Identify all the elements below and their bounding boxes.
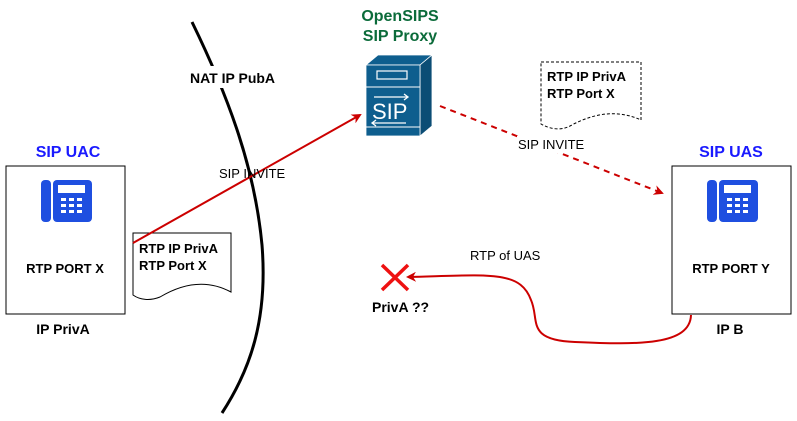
invite-arrow-uac-to-proxy <box>132 114 362 244</box>
uac-ip-label: IP PrivA <box>36 321 89 337</box>
invite-label-bg-2 <box>517 136 597 153</box>
uas-phone-icon <box>707 180 758 222</box>
invite-arrow-proxy-to-uas <box>439 105 664 195</box>
failed-target-label: PrivA ?? <box>372 299 429 315</box>
forwarded-note-line2: RTP Port X <box>547 86 615 101</box>
uac-note-line2: RTP Port X <box>139 258 207 273</box>
uas-title: SIP UAS <box>699 144 763 161</box>
uac-title: SIP UAC <box>36 144 101 161</box>
forwarded-note-line1: RTP IP PrivA <box>547 69 627 84</box>
proxy-title-line2: SIP Proxy <box>363 28 438 45</box>
invite-label-uac: SIP INVITE <box>219 166 286 181</box>
invite-label-uas: SIP INVITE <box>518 137 585 152</box>
sip-icon-label: SIP <box>372 99 407 124</box>
forwarded-sdp-note <box>540 61 642 130</box>
uac-phone-icon <box>41 180 92 222</box>
rtp-label: RTP of UAS <box>470 248 541 263</box>
uac-note-line1: RTP IP PrivA <box>139 241 219 256</box>
sip-server-icon: SIP <box>364 54 434 137</box>
nat-boundary-line <box>190 21 265 414</box>
nat-label-bg <box>188 66 323 88</box>
nat-label: NAT IP PubA <box>190 70 275 86</box>
rtp-arrow-uas <box>406 271 692 345</box>
uac-sdp-note <box>132 232 232 300</box>
uac-port-label: RTP PORT X <box>26 261 104 276</box>
uas-port-label: RTP PORT Y <box>692 261 770 276</box>
proxy-title-line1: OpenSIPS <box>361 8 439 25</box>
uas-ip-label: IP B <box>717 321 744 337</box>
unreachable-x-icon <box>380 263 410 292</box>
